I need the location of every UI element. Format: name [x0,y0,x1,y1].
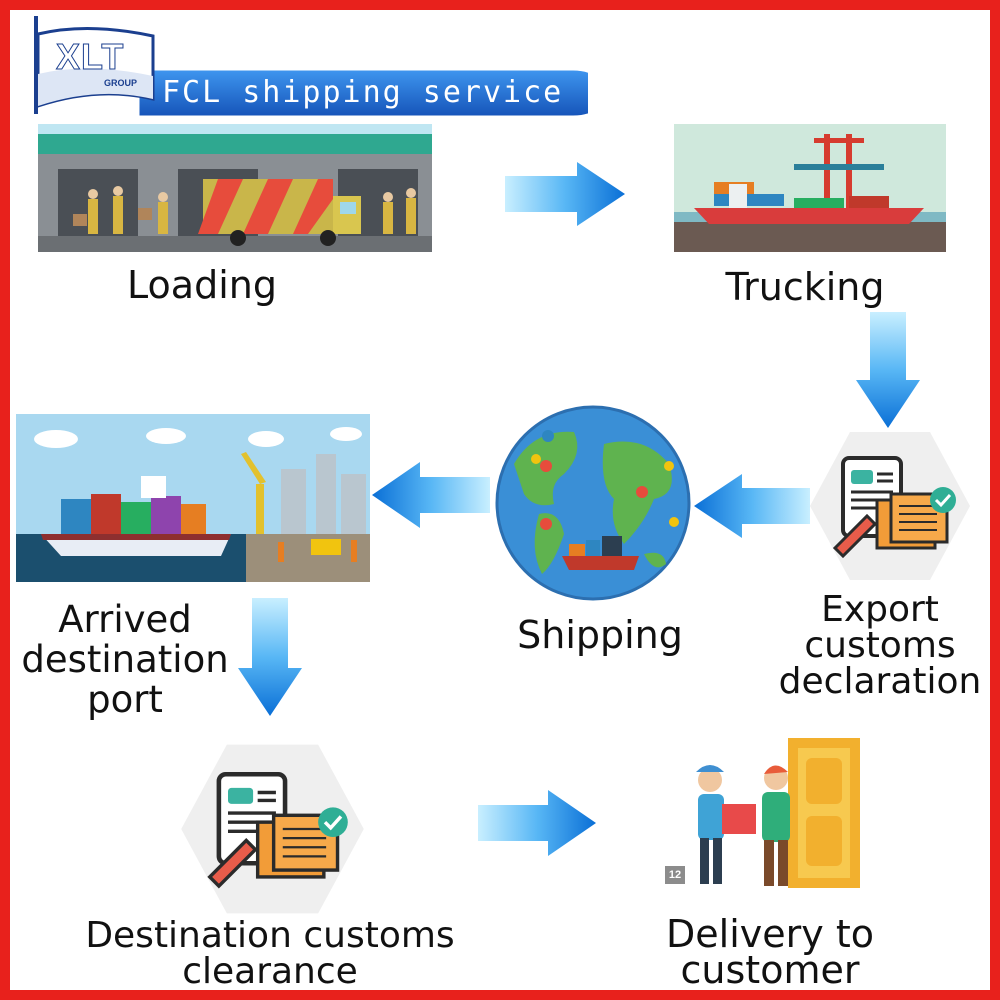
arrow-arrived-to-destination [238,598,302,716]
arrow-shipping-to-arrived [372,462,490,528]
arrow-trucking-to-export [856,312,920,428]
arrow-destination-to-delivery [478,790,596,856]
label-trucking: Trucking [725,265,885,309]
export-customs-icon [810,432,970,580]
logo-mark: XLT [55,36,125,78]
arrived-port-illustration [16,414,370,582]
trucking-illustration [674,124,946,252]
logo-sub: GROUP [104,78,138,88]
header-banner [34,16,588,119]
destination-customs-icon [181,744,364,914]
arrow-export-to-shipping [694,474,810,538]
label-loading: Loading [127,263,277,307]
label-export-customs: Export customs declaration [778,589,982,702]
label-delivery: Delivery to customer [666,912,874,993]
loading-illustration [38,124,432,252]
delivery-illustration [696,738,860,888]
label-shipping: Shipping [517,613,683,657]
corner-badge: 12 [665,866,685,884]
banner-title: FCL shipping service [162,75,564,110]
label-destination-customs: Destination customs clearance [85,915,455,992]
arrow-loading-to-trucking [505,162,625,226]
label-arrived-port: Arrived destination port [21,598,229,721]
globe-illustration [495,405,691,601]
